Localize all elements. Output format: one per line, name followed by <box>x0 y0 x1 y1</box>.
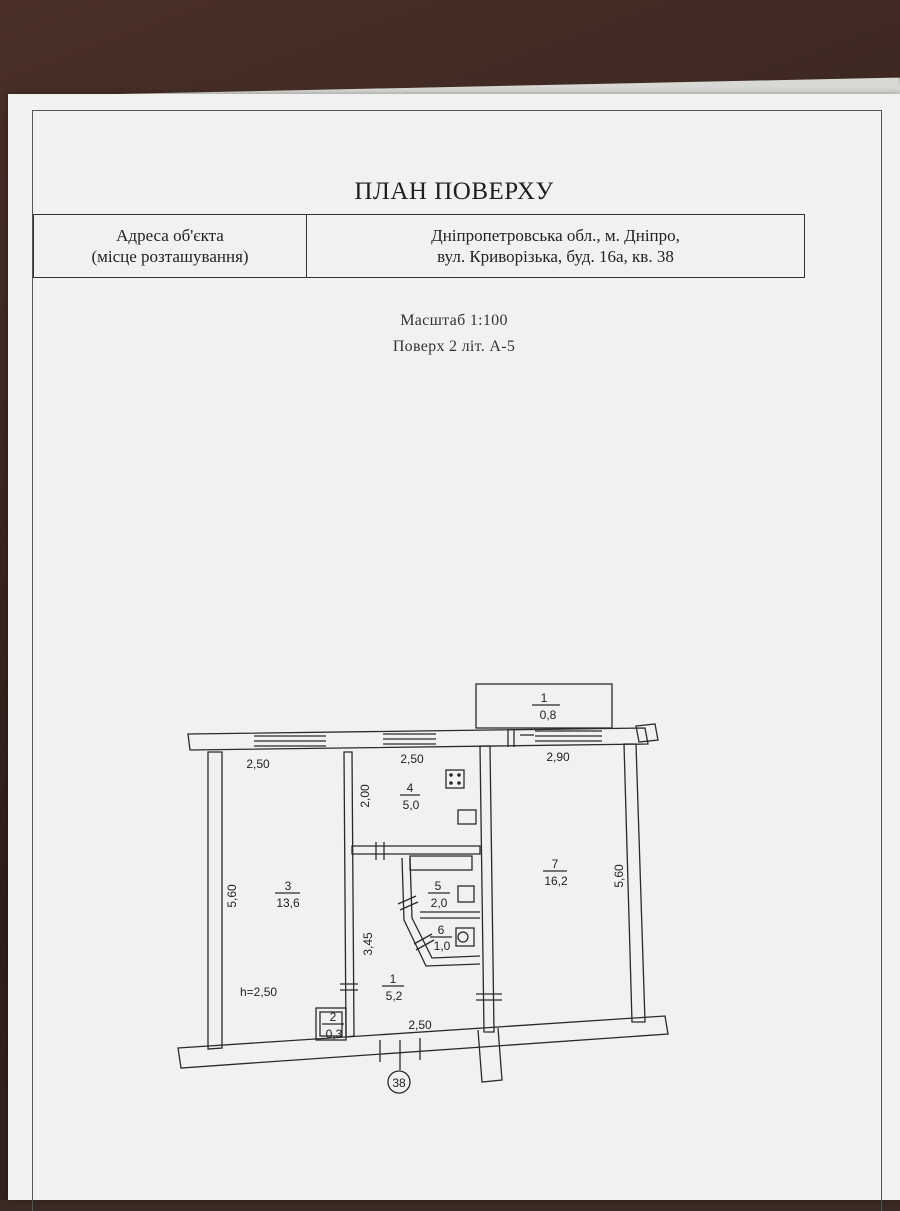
entrance-notch <box>477 1027 503 1083</box>
top-windows <box>254 729 602 747</box>
dim-hall-width: 2,50 <box>408 1018 432 1032</box>
bathroom-wall-inner <box>409 857 481 959</box>
kitchen-sink-icon <box>457 809 477 825</box>
apartment-marker-circle <box>387 1070 411 1094</box>
room-5-area: 2,0 <box>431 896 448 910</box>
toilet-icon <box>455 927 475 947</box>
room-2-number: 2 <box>330 1010 337 1024</box>
room-7-area: 16,2 <box>544 874 568 888</box>
dim-room7-width: 2,90 <box>546 750 570 764</box>
room-fraction-lines <box>275 794 567 1025</box>
stove-icon <box>445 769 465 789</box>
room-6-number: 6 <box>438 923 445 937</box>
dim-room3-width: 2,50 <box>246 757 270 771</box>
address-label-cell: Адреса об'єкта (місце розташування) <box>34 215 307 277</box>
left-outer-wall <box>207 751 223 1050</box>
room-1-balcony-area: 0,8 <box>540 708 557 722</box>
dim-room4-width: 2,50 <box>400 752 424 766</box>
room-1-hall-number: 1 <box>390 972 397 986</box>
room-7-number: 7 <box>552 857 559 871</box>
room-2-area: 0,3 <box>326 1027 343 1041</box>
closet-outline <box>315 1007 347 1041</box>
dim-room3-length: 5,60 <box>225 884 239 908</box>
address-value-line2: вул. Криворізька, буд. 16а, кв. 38 <box>437 247 674 266</box>
right-outer-wall <box>623 743 646 1023</box>
room-4-area: 5,0 <box>403 798 420 812</box>
page-frame <box>32 110 882 1211</box>
balcony-outline <box>475 683 613 729</box>
address-value-cell: Дніпропетровська обл., м. Дніпро, вул. К… <box>307 215 804 277</box>
document-title: ПЛАН ПОВЕРХУ <box>354 178 554 205</box>
address-label-line1: Адреса об'єкта <box>116 226 224 245</box>
top-outer-wall <box>187 727 649 751</box>
address-table: Адреса об'єкта (місце розташування) Дніп… <box>33 214 805 278</box>
bath-sink-icon <box>457 885 475 903</box>
door-marks <box>340 842 502 1001</box>
scale-label: Масштаб 1:100 <box>400 312 508 329</box>
apartment-marker-label: 38 <box>392 1076 406 1090</box>
dim-hall-length: 3,45 <box>361 932 375 956</box>
room-1-balcony-number: 1 <box>541 691 548 705</box>
document-sheet: ПЛАН ПОВЕРХУ Адреса об'єкта (місце розта… <box>8 94 900 1211</box>
room-1-hall-area: 5,2 <box>386 989 403 1003</box>
partition-room7 <box>479 745 495 1033</box>
bottom-outer-wall <box>177 1015 669 1069</box>
top-wall-end <box>635 723 659 743</box>
partition-room3 <box>343 751 355 1038</box>
dim-room4-length: 2,00 <box>358 784 372 808</box>
ceiling-height-label: h=2,50 <box>240 985 277 999</box>
address-value-line1: Дніпропетровська обл., м. Дніпро, <box>431 226 680 245</box>
floor-label: Поверх 2 літ. А-5 <box>392 338 516 355</box>
dim-room7-length: 5,60 <box>612 864 626 888</box>
room-6-area: 1,0 <box>434 939 451 953</box>
room-4-number: 4 <box>407 781 414 795</box>
bathtub <box>409 855 473 871</box>
bottom-window <box>379 1038 421 1070</box>
stove-burners <box>449 773 461 785</box>
room-3-area: 13,6 <box>276 896 300 910</box>
room-3-number: 3 <box>285 879 292 893</box>
room-5-number: 5 <box>435 879 442 893</box>
kitchen-bottom-wall <box>351 845 481 855</box>
address-label-line2: (місце розташування) <box>91 247 249 266</box>
